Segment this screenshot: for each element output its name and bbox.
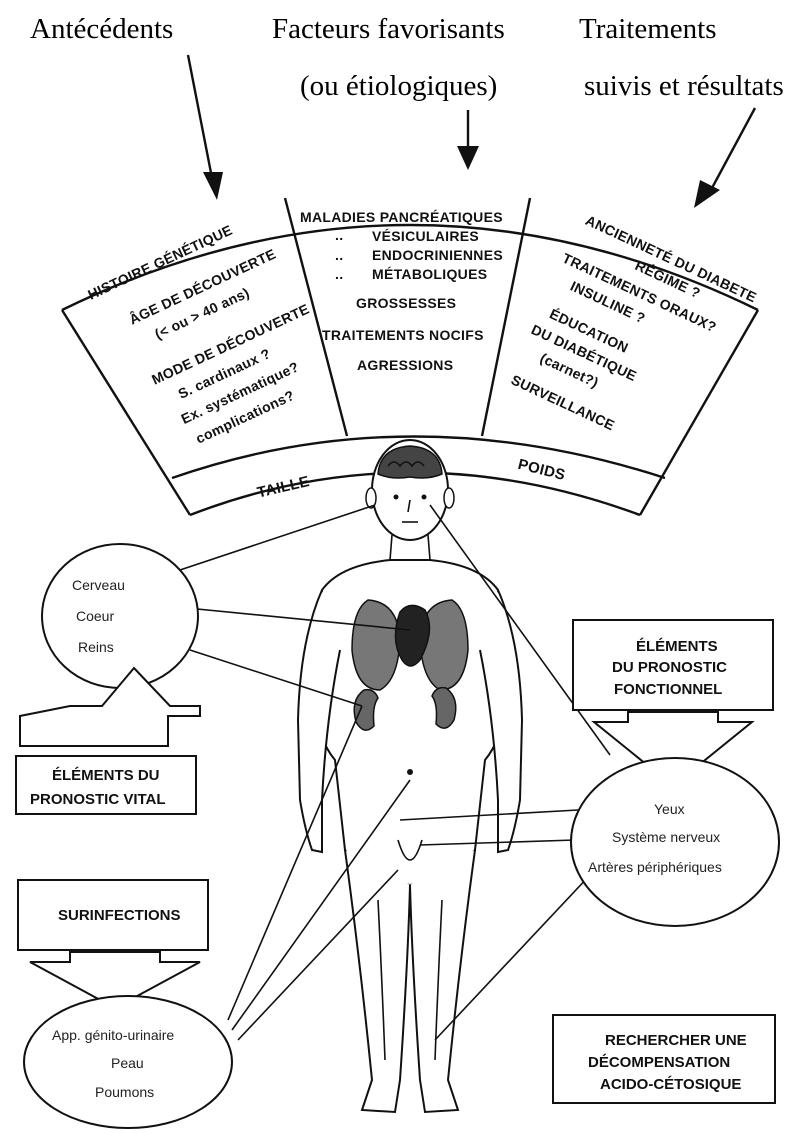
arrow-facteurs bbox=[457, 110, 479, 170]
middle-panel: MALADIES PANCRÉATIQUES .. VÉSICULAIRES .… bbox=[300, 209, 503, 373]
vital-box bbox=[15, 755, 197, 815]
connector-lines bbox=[137, 504, 611, 1041]
functional-item: Yeux bbox=[654, 801, 685, 817]
decomp-box-line: DÉCOMPENSATION bbox=[588, 1054, 730, 1071]
middle-panel-line: GROSSESSES bbox=[356, 295, 456, 311]
vital-organ: Reins bbox=[78, 639, 114, 655]
ditto-mark: .. bbox=[335, 227, 343, 243]
header-traitements-line2: suivis et résultats bbox=[584, 70, 784, 102]
infection-box-label: SURINFECTIONS bbox=[58, 907, 181, 924]
infection-box bbox=[17, 879, 209, 951]
vital-organ: Coeur bbox=[76, 608, 114, 624]
ditto-mark: .. bbox=[335, 266, 343, 282]
decomp-box bbox=[552, 1014, 776, 1104]
functional-box bbox=[572, 619, 774, 711]
infection-group: SURINFECTIONS App. génito-urinaire Peau … bbox=[17, 879, 233, 1129]
infection-item: App. génito-urinaire bbox=[52, 1027, 174, 1043]
left-panel: HISTOIRE GÉNÉTIQUE ÂGE DE DÉCOUVERTE (< … bbox=[85, 222, 311, 447]
right-panel-line: ANCIENNETÉ DU DIABETE bbox=[583, 212, 759, 305]
functional-box-line: ÉLÉMENTS bbox=[636, 638, 718, 655]
decomp-box-line: ACIDO-CÉTOSIQUE bbox=[600, 1076, 741, 1093]
functional-box-line: DU PRONOSTIC bbox=[612, 659, 727, 676]
ditto-mark: .. bbox=[335, 247, 343, 263]
middle-panel-line: TRAITEMENTS NOCIFS bbox=[322, 327, 484, 343]
infection-item: Poumons bbox=[95, 1084, 154, 1100]
middle-panel-line: VÉSICULAIRES bbox=[372, 228, 479, 244]
history-fan bbox=[60, 197, 760, 517]
header-facteurs-line2: (ou étiologiques) bbox=[300, 70, 497, 102]
vital-box-line: PRONOSTIC VITAL bbox=[30, 791, 166, 808]
right-panel-line: SURVEILLANCE bbox=[509, 371, 617, 433]
infection-item: Peau bbox=[111, 1055, 144, 1071]
decomp-box-line: RECHERCHER UNE bbox=[605, 1032, 747, 1049]
vital-box-line: ÉLÉMENTS DU bbox=[52, 767, 160, 784]
middle-panel-line: MALADIES PANCRÉATIQUES bbox=[300, 209, 503, 225]
decomp-group: RECHERCHER UNE DÉCOMPENSATION ACIDO-CÉTO… bbox=[552, 1014, 776, 1104]
arrow-antecedents bbox=[186, 54, 223, 200]
vital-organ: Cerveau bbox=[72, 577, 125, 593]
arrow-traitements bbox=[694, 107, 757, 208]
functional-group: ÉLÉMENTS DU PRONOSTIC FONCTIONNEL Yeux S… bbox=[570, 619, 780, 927]
functional-box-line: FONCTIONNEL bbox=[614, 681, 722, 698]
header-traitements-line1: Traitements bbox=[579, 13, 716, 45]
middle-panel-line: AGRESSIONS bbox=[357, 357, 453, 373]
vital-group: Cerveau Coeur Reins ÉLÉMENTS DU PRONOSTI… bbox=[15, 543, 201, 815]
functional-item: Système nerveux bbox=[612, 829, 720, 845]
band-label-poids: POIDS bbox=[516, 456, 567, 484]
band-label-taille: TAILLE bbox=[256, 473, 312, 502]
middle-panel-line: MÉTABOLIQUES bbox=[372, 266, 487, 282]
right-panel: ANCIENNETÉ DU DIABETE RÉGIME ? TRAITEMEN… bbox=[509, 212, 759, 433]
functional-item: Artères périphériques bbox=[588, 859, 722, 875]
header-facteurs-line1: Facteurs favorisants bbox=[272, 13, 505, 45]
human-figure bbox=[296, 439, 524, 1114]
header-antecedents: Antécédents bbox=[30, 13, 173, 45]
middle-panel-line: ENDOCRINIENNES bbox=[372, 247, 503, 263]
